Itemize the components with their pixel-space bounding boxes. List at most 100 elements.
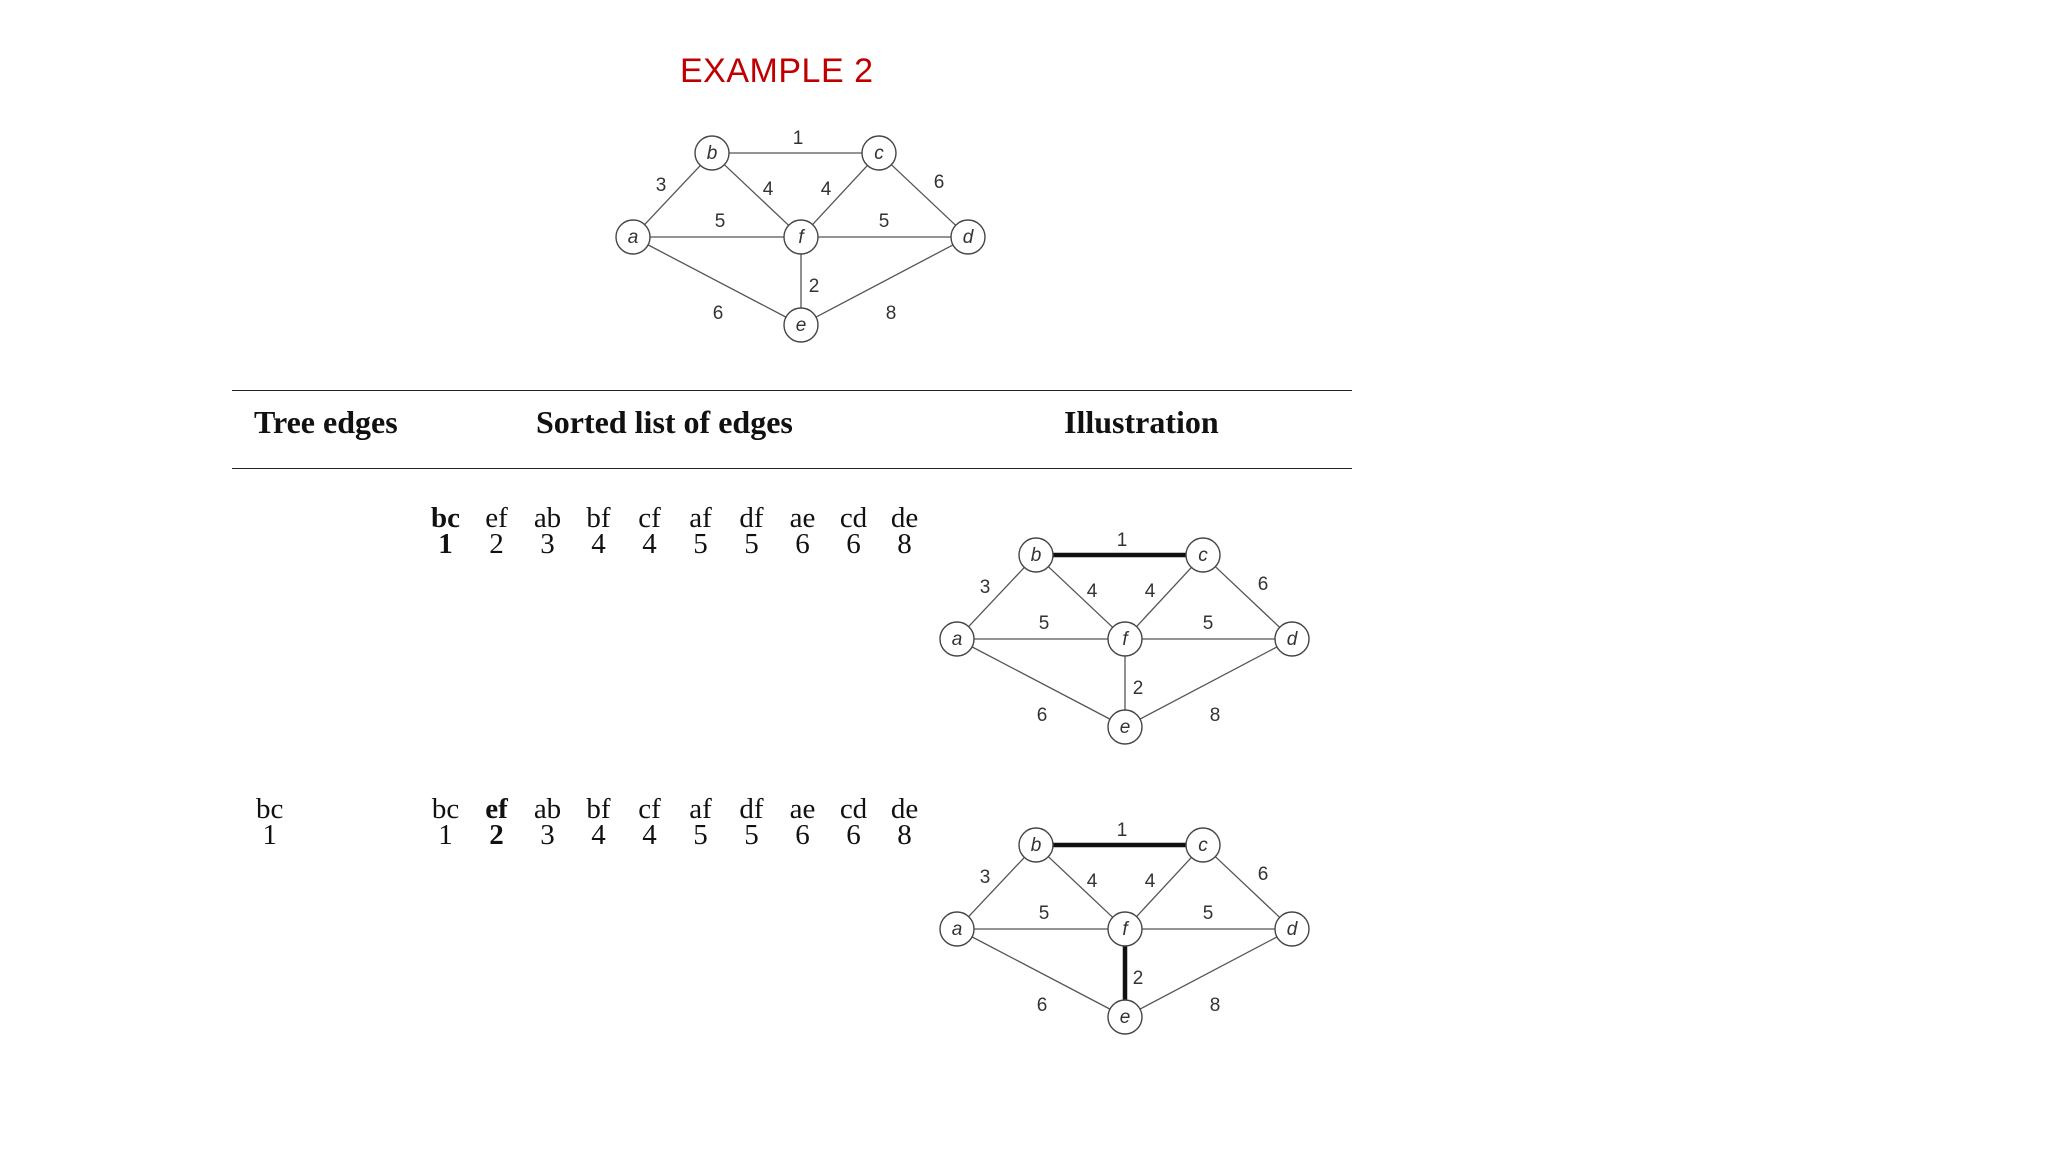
table-top-rule (232, 390, 1352, 391)
edge-weight-de: 8 (886, 303, 897, 324)
edge-weight-af: 5 (1039, 613, 1050, 634)
node-c (861, 135, 897, 171)
sorted-edge-weight: 5 (693, 819, 708, 851)
sorted-edge-weight: 6 (795, 819, 810, 851)
sorted-edge-weight: 5 (744, 819, 759, 851)
edge-weight-ef: 2 (1133, 678, 1144, 699)
edge-cd (1214, 566, 1281, 628)
node-b (1018, 537, 1054, 573)
sorted-edge-weight: 4 (642, 528, 657, 560)
edge-cd (1214, 856, 1281, 918)
node-e (1107, 999, 1143, 1035)
edge-ab (968, 566, 1025, 628)
node-e (783, 307, 819, 343)
sorted-edge-weight: 5 (693, 528, 708, 560)
sorted-edge-name: ae (789, 793, 816, 825)
tree-edge-weight: 1 (262, 819, 277, 851)
edge-weight-bf: 4 (1087, 871, 1098, 892)
sorted-edge-name: cd (839, 793, 868, 825)
sorted-edge-name: af (689, 793, 712, 825)
edge-weight-bc: 1 (1117, 530, 1128, 551)
node-f (783, 219, 819, 255)
node-a (615, 219, 651, 255)
sorted-edge-weight: 4 (642, 819, 657, 851)
edge-cf (1136, 857, 1192, 917)
node-label-c: c (874, 143, 884, 164)
edge-weight-cf: 4 (1145, 871, 1156, 892)
edge-weight-ef: 2 (1133, 968, 1144, 989)
node-d (1274, 911, 1310, 947)
sorted-edge-weight: 4 (591, 528, 606, 560)
sorted-edge-weight: 8 (897, 528, 912, 560)
sorted-edge-name: cf (638, 502, 661, 534)
sorted-edge-name: ab (533, 793, 562, 825)
edge-weight-df: 5 (1203, 613, 1214, 634)
node-e (1107, 709, 1143, 745)
edge-weight-ab: 3 (980, 577, 991, 598)
edge-cd (890, 164, 957, 226)
node-label-a: a (952, 629, 963, 650)
edge-weight-ab: 3 (980, 867, 991, 888)
node-label-e: e (1120, 1007, 1131, 1028)
node-b (1018, 827, 1054, 863)
edge-weight-bc: 1 (1117, 820, 1128, 841)
sorted-edge-name: df (739, 793, 764, 825)
sorted-edge-name: ab (533, 502, 562, 534)
edge-weight-af: 5 (715, 211, 726, 232)
edge-de (1139, 646, 1278, 720)
table-header-rule (232, 468, 1352, 469)
edge-weight-ab: 3 (656, 175, 667, 196)
node-label-d: d (1287, 629, 1299, 650)
sorted-edge-name: ef (485, 793, 508, 825)
node-label-c: c (1198, 545, 1208, 566)
node-label-a: a (952, 919, 963, 940)
sorted-edge-weight: 2 (489, 528, 504, 560)
node-label-e: e (1120, 717, 1131, 738)
edge-ab (644, 164, 701, 226)
edge-cf (1136, 567, 1192, 627)
header-illustration: Illustration (1064, 404, 1219, 440)
edge-weight-df: 5 (879, 211, 890, 232)
edge-weight-cd: 6 (1258, 864, 1269, 885)
sorted-edge-name: af (689, 502, 712, 534)
sorted-edge-weight: 3 (540, 528, 555, 560)
edge-weight-de: 8 (1210, 705, 1221, 726)
sorted-edge-weight: 6 (795, 528, 810, 560)
sorted-edge-weight: 1 (438, 528, 453, 560)
sorted-edge-name: cd (839, 502, 868, 534)
edge-weight-ae: 6 (1037, 995, 1048, 1016)
sorted-edge-weight: 6 (846, 819, 861, 851)
sorted-edge-name: bf (586, 502, 611, 534)
node-label-f: f (798, 227, 805, 248)
node-d (1274, 621, 1310, 657)
edge-bf (723, 164, 790, 226)
node-label-f: f (1122, 919, 1129, 940)
sorted-edge-name: bc (431, 793, 460, 825)
edge-ae (971, 936, 1111, 1010)
node-f (1107, 911, 1143, 947)
node-label-e: e (796, 315, 807, 336)
edge-de (1139, 936, 1278, 1010)
sorted-edge-weight: 6 (846, 528, 861, 560)
node-c (1185, 537, 1221, 573)
node-label-a: a (628, 227, 639, 248)
edge-cf (812, 165, 868, 225)
sorted-edge-weight: 4 (591, 819, 606, 851)
